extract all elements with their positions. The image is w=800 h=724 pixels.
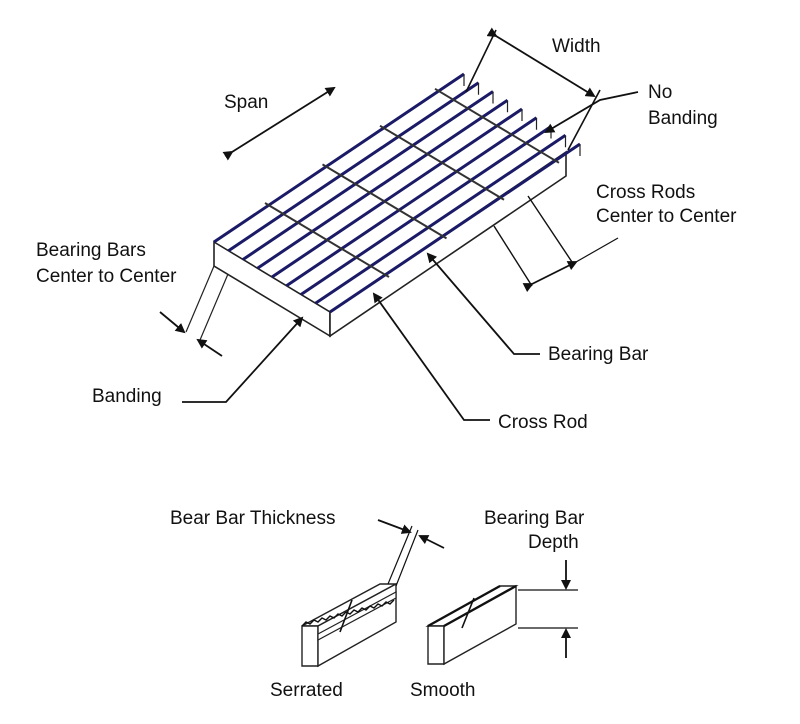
bearing-bar-top: [329, 142, 581, 314]
bearing-bar-label: Bearing Bar: [548, 344, 649, 365]
cross-rods-c2c-label-line1: Cross Rods: [596, 182, 695, 203]
bearing-bar-top: [213, 72, 465, 244]
banding-face: [213, 240, 331, 338]
smooth-label: Smooth: [410, 680, 475, 701]
cross-rod: [321, 163, 448, 240]
cross-rods: [264, 87, 560, 278]
bearing-bar-callout: Bearing Bar: [426, 252, 649, 365]
cross-rod-label: Cross Rod: [498, 412, 588, 433]
smooth-bar-detail: [425, 584, 519, 666]
grating-panel: [185, 72, 581, 341]
bearing-bar-top: [300, 125, 552, 296]
bearing-bar-top: [285, 116, 538, 287]
width-dimension: Width: [465, 27, 601, 151]
bearing-bar-depth-dimension: Bearing Bar Depth: [484, 508, 585, 658]
width-label: Width: [552, 36, 601, 57]
no-banding-callout: No Banding: [544, 82, 718, 134]
cross-rod: [264, 202, 390, 278]
cross-rod: [434, 87, 560, 164]
bear-bar-thickness-label: Bear Bar Thickness: [170, 508, 335, 529]
bearing-bar-top: [227, 81, 480, 252]
bearing-bars: [213, 72, 581, 314]
bearing-bar-top: [271, 107, 523, 279]
bear-bar-thickness-dimension: Bear Bar Thickness: [170, 508, 445, 587]
banding-callout: Banding: [92, 316, 304, 407]
span-label: Span: [224, 92, 268, 113]
span-dimension: Span: [222, 86, 336, 161]
serrated-label: Serrated: [270, 680, 343, 701]
bearing-bars-c2c-label-line2: Center to Center: [36, 266, 177, 287]
bearing-bar-depth-label-line2: Depth: [528, 532, 579, 553]
cross-rod: [379, 124, 505, 201]
cross-rods-c2c-label-line2: Center to Center: [596, 206, 737, 227]
serrated-bar-detail: [301, 582, 397, 668]
no-banding-label-line2: Banding: [648, 108, 718, 129]
cross-rod-callout: Cross Rod: [372, 292, 588, 433]
cross-rods-c2c-dimension: Cross Rods Center to Center: [493, 182, 737, 293]
bearing-bar-side-face: [329, 150, 567, 338]
bearing-bar-top: [314, 134, 567, 305]
bearing-bars-c2c-extension-a: [185, 265, 215, 333]
bearing-bar-depth-label-line1: Bearing Bar: [484, 508, 585, 529]
bearing-bar-top: [242, 90, 494, 261]
bearing-bars-c2c-label-line1: Bearing Bars: [36, 240, 146, 261]
bearing-bars-c2c-extension-b: [199, 273, 229, 341]
banding-label: Banding: [92, 386, 162, 407]
bearing-bar-top: [256, 99, 509, 270]
no-banding-label-line1: No: [648, 82, 672, 103]
bearing-bars-c2c-dimension: Bearing Bars Center to Center: [36, 240, 223, 357]
